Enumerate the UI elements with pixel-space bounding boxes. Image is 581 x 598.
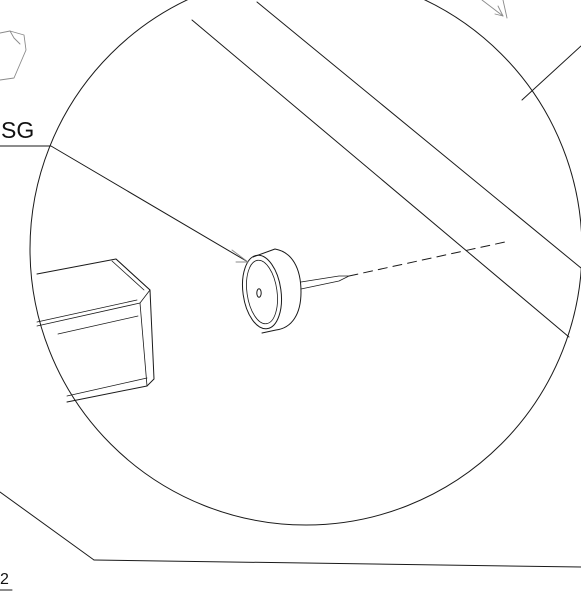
left-bracket-part bbox=[36, 258, 155, 403]
sg-needle bbox=[300, 275, 350, 290]
sg-center-hole bbox=[256, 288, 262, 298]
diagonal-beam bbox=[191, 1, 581, 338]
sg-callout-leader bbox=[0, 145, 249, 263]
sg-dashed-axis bbox=[348, 241, 506, 277]
sg-callout-label: SG bbox=[1, 117, 34, 143]
partial-arrow-top-right bbox=[481, 0, 508, 19]
sg-component bbox=[241, 241, 506, 334]
partial-callout-label: 2 bbox=[0, 571, 9, 588]
detail-leader-line-left bbox=[0, 491, 95, 561]
sg-disc-front-face bbox=[241, 254, 283, 330]
detail-leader-line-bottom bbox=[93, 559, 581, 568]
detail-circle bbox=[29, 0, 581, 526]
detail-leader-line-upper bbox=[521, 45, 581, 101]
partial-part-top-left bbox=[0, 30, 27, 81]
